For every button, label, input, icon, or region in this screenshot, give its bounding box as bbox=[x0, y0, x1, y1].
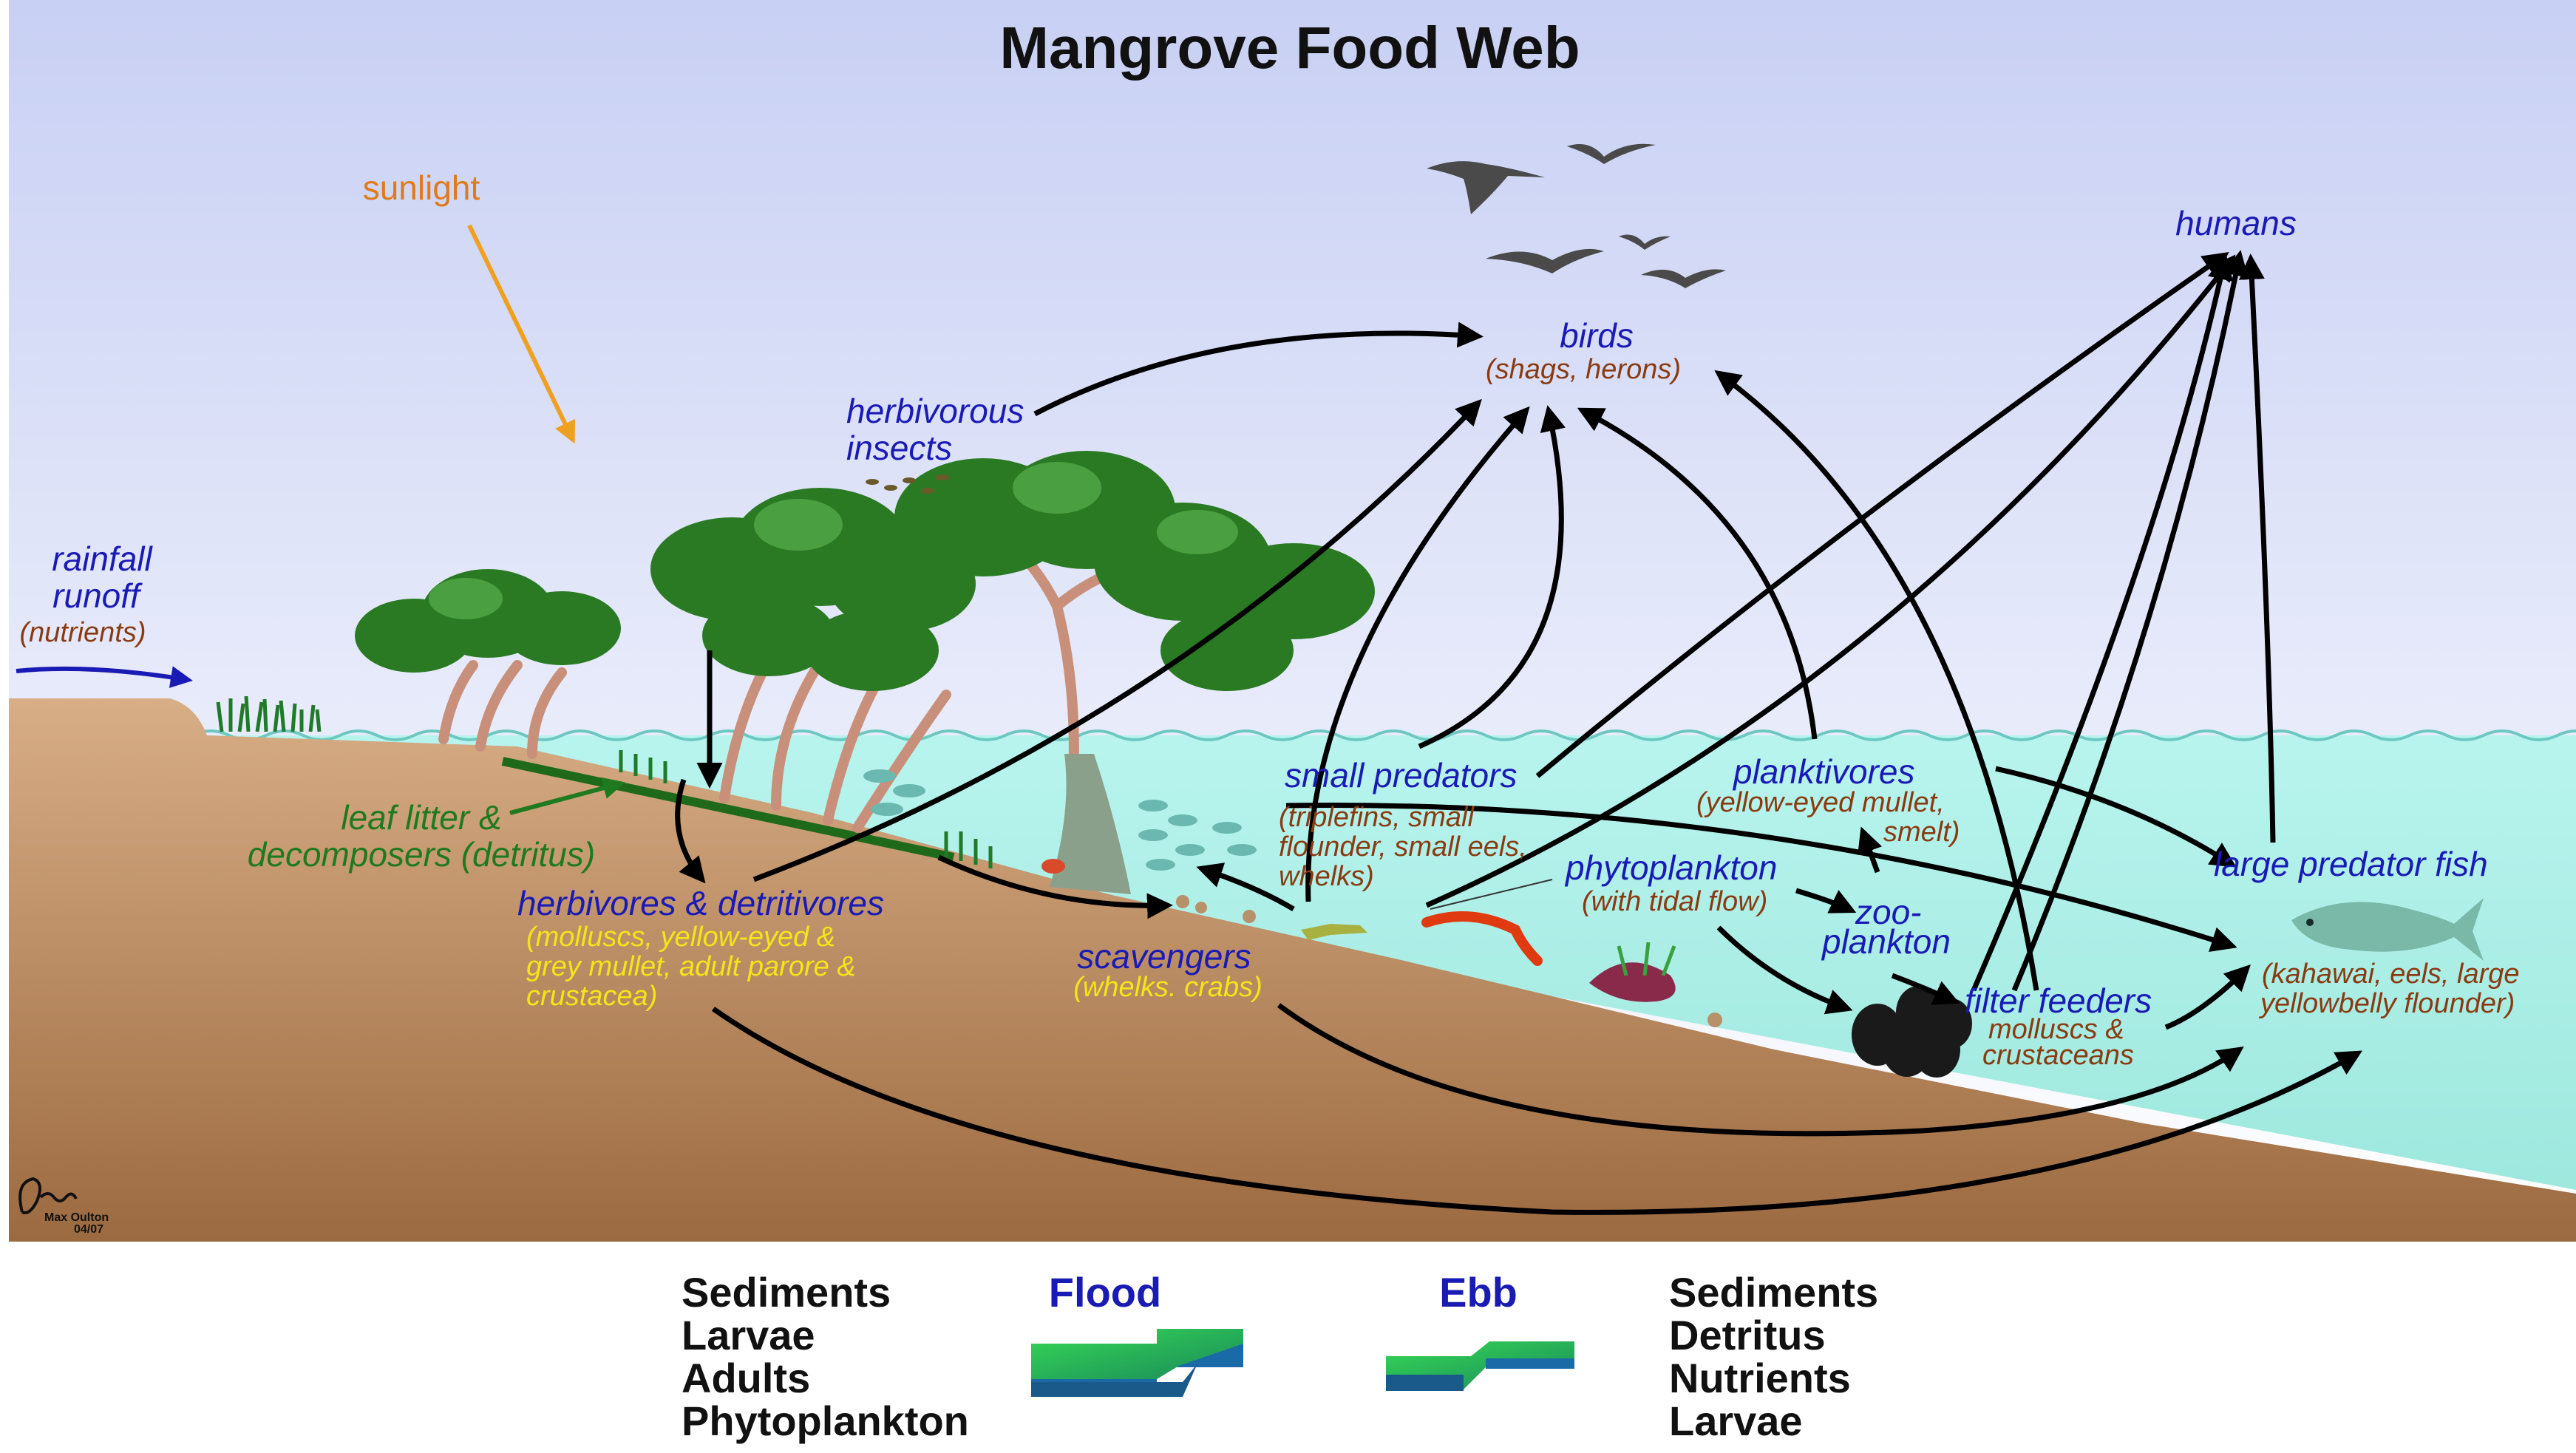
legend-right-item-1: Sediments bbox=[1669, 1269, 1878, 1316]
legend-right-item-4: Larvae bbox=[1669, 1398, 1803, 1444]
mangrove-trees-icon bbox=[355, 451, 1375, 894]
planktivores-species-1: (yellow-eyed mullet, bbox=[1696, 787, 1945, 818]
leaf-litter-arrow bbox=[509, 777, 625, 815]
large-predator-species-2: yellowbelly flounder) bbox=[2258, 988, 2515, 1019]
birds-species-label: (shags, herons) bbox=[1486, 354, 1681, 385]
ebb-arrow-icon bbox=[1386, 1341, 1574, 1391]
legend: Sediments Larvae Adults Phytoplankton Fl… bbox=[682, 1269, 1878, 1444]
artist-signature bbox=[18, 1177, 78, 1214]
legend-left-item-3: Adults bbox=[682, 1355, 810, 1401]
phytoplankton-label: phytoplankton bbox=[1564, 848, 1777, 887]
legend-ebb-label: Ebb bbox=[1439, 1269, 1518, 1316]
sunlight-label: sunlight bbox=[363, 169, 480, 207]
shrimp-icon bbox=[1421, 879, 1553, 966]
runoff-label: runoff bbox=[52, 576, 143, 615]
sunlight-arrow bbox=[467, 224, 576, 444]
seaweed-icon bbox=[1589, 942, 1676, 1002]
insects-label: insects bbox=[846, 429, 952, 467]
filter-feeders-label: filter feeders bbox=[1965, 981, 2152, 1020]
insects-icon bbox=[866, 474, 949, 494]
nutrients-label: (nutrients) bbox=[19, 617, 146, 648]
legend-left-item-4: Phytoplankton bbox=[682, 1398, 969, 1444]
legend-right-item-2: Detritus bbox=[1669, 1312, 1826, 1358]
mussels-icon bbox=[1852, 986, 1972, 1078]
large-fish-icon bbox=[2291, 898, 2484, 961]
flood-arrow-icon bbox=[1031, 1329, 1243, 1397]
birds-icon bbox=[1427, 143, 1726, 288]
scavengers-species: (whelks. crabs) bbox=[1073, 972, 1262, 1003]
leaf-litter-label: leaf litter & bbox=[341, 798, 501, 837]
planktivores-label: planktivores bbox=[1732, 752, 1914, 791]
scavengers-label: scavengers bbox=[1077, 937, 1251, 976]
legend-left-item-1: Sediments bbox=[682, 1269, 891, 1316]
small-fish-icon bbox=[863, 769, 1257, 871]
food-web-arrows bbox=[675, 250, 2363, 1215]
crab-icon bbox=[1041, 859, 1065, 874]
rainfall-label: rainfall bbox=[52, 540, 153, 578]
starfish-icon bbox=[1301, 924, 1367, 940]
credit-name: Max Oulton bbox=[44, 1211, 109, 1224]
legend-flood-label: Flood bbox=[1049, 1269, 1161, 1316]
credit-date: 04/07 bbox=[74, 1223, 103, 1236]
filter-feeders-species-1: molluscs & bbox=[1988, 1014, 2124, 1045]
zooplankton-label-2: plankton bbox=[1821, 922, 1951, 961]
planktivores-species-2: smelt) bbox=[1883, 817, 1960, 848]
herbivores-species-2: grey mullet, adult parore & bbox=[526, 951, 856, 982]
diagram-title: Mangrove Food Web bbox=[999, 15, 1580, 81]
humans-label: humans bbox=[2175, 204, 2297, 242]
shells-icon bbox=[1176, 895, 1722, 1027]
filter-feeders-species-2: crustaceans bbox=[1982, 1040, 2134, 1071]
herbivorous-insects-label: herbivorous bbox=[846, 392, 1024, 430]
mudflat-ground bbox=[9, 698, 2576, 1242]
large-predator-species-1: (kahawai, eels, large bbox=[2262, 959, 2520, 990]
birds-label: birds bbox=[1560, 316, 1634, 355]
legend-right-item-3: Nutrients bbox=[1669, 1355, 1851, 1401]
phytoplankton-note: (with tidal flow) bbox=[1582, 886, 1767, 917]
shore-grass-icon bbox=[216, 695, 993, 868]
zooplankton-label-1: zoo- bbox=[1855, 893, 1921, 931]
rainfall-arrow bbox=[16, 666, 193, 688]
decomposers-label: decomposers (detritus) bbox=[248, 835, 595, 874]
green-shore-strip bbox=[501, 757, 955, 862]
legend-left-item-2: Larvae bbox=[682, 1312, 815, 1358]
small-predators-species-1: (triplefins, small bbox=[1279, 802, 1475, 833]
herbivores-species-1: (molluscs, yellow-eyed & bbox=[526, 922, 835, 953]
small-predators-species-2: flounder, small eels, bbox=[1279, 831, 1527, 862]
small-predators-label: small predators bbox=[1285, 756, 1517, 794]
herbivores-label: herbivores & detritivores bbox=[517, 884, 884, 922]
large-predator-label: large predator fish bbox=[2214, 845, 2488, 883]
small-predators-species-3: whelks) bbox=[1279, 861, 1374, 892]
herbivores-species-3: crustacea) bbox=[526, 981, 657, 1012]
